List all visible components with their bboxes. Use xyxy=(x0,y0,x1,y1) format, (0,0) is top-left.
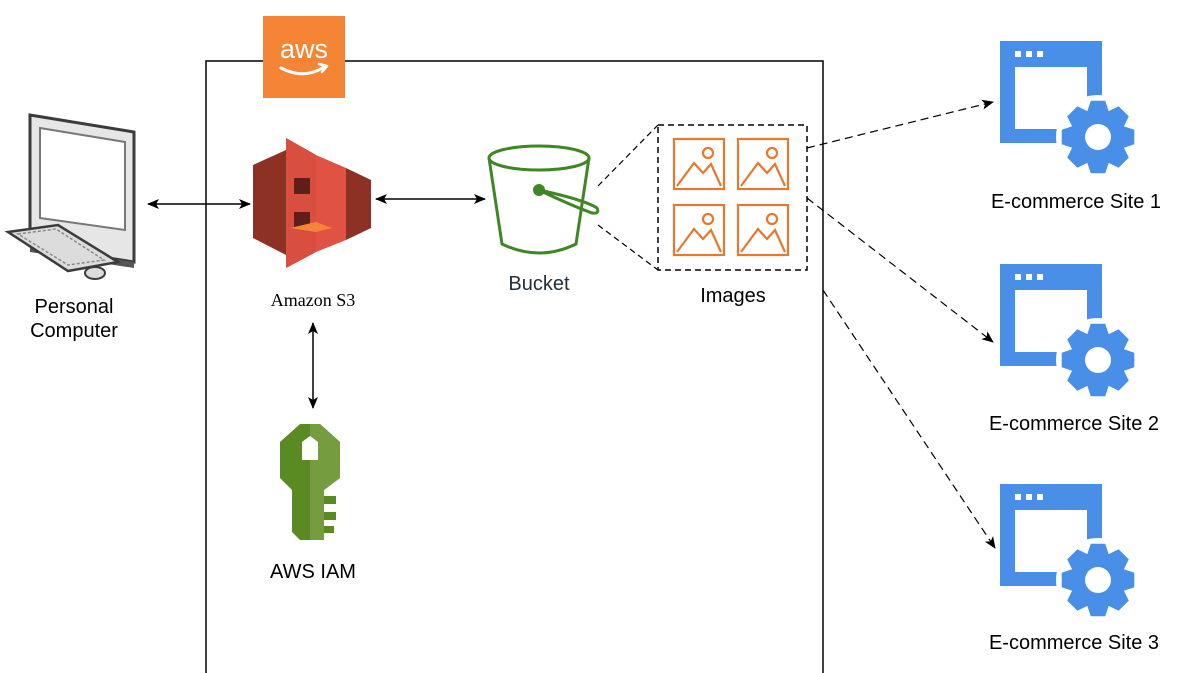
e-commerce-site-1-label: E-commerce Site 1 xyxy=(990,191,1162,213)
bucket-icon xyxy=(487,144,600,255)
personal-computer-label-line2: Computer xyxy=(30,320,118,342)
personal-computer-label-line1: Personal xyxy=(34,296,114,318)
bucket-images-connector xyxy=(597,224,659,271)
images-site2-connector xyxy=(806,197,994,343)
image-icon xyxy=(672,137,726,191)
site-window-dot xyxy=(1037,274,1043,280)
e-commerce-site-2-label: E-commerce Site 2 xyxy=(988,413,1160,435)
images-group xyxy=(657,124,808,271)
aws-iam-label: AWS IAM xyxy=(270,561,356,583)
images-label: Images xyxy=(700,285,766,307)
site-window-dot xyxy=(1037,494,1043,500)
gear-hole xyxy=(1085,347,1111,373)
image-icon xyxy=(736,203,790,257)
site-window-dot xyxy=(1026,274,1032,280)
site-window-dot xyxy=(1026,494,1032,500)
e-commerce-site-3-icon xyxy=(1000,484,1140,622)
site-window-dot xyxy=(1015,494,1021,500)
bucket-label: Bucket xyxy=(508,273,570,295)
aws-cloud-boundary xyxy=(205,60,824,673)
personal-computer-icon xyxy=(4,113,136,280)
personal-computer-label: Personal Computer xyxy=(0,295,148,343)
site-window-dot xyxy=(1015,274,1021,280)
e-commerce-site-1-icon xyxy=(1000,41,1140,179)
site-window-dot xyxy=(1026,51,1032,57)
gear-hole xyxy=(1085,124,1111,150)
gear-hole xyxy=(1085,567,1111,593)
aws-iam-key-icon xyxy=(280,424,340,540)
e-commerce-site-3-label: E-commerce Site 3 xyxy=(988,632,1160,654)
e-commerce-site-2-icon xyxy=(1000,264,1140,402)
image-icon xyxy=(736,137,790,191)
amazon-s3-icon xyxy=(253,138,371,268)
svg-text:aws: aws xyxy=(280,34,328,64)
images-site1-connector xyxy=(806,99,994,149)
aws-logo-icon: aws xyxy=(263,16,345,98)
image-icon xyxy=(672,203,726,257)
site-window-dot xyxy=(1015,51,1021,57)
site-window-dot xyxy=(1037,51,1043,57)
amazon-s3-label: Amazon S3 xyxy=(270,290,356,310)
bucket-images-connector xyxy=(597,124,659,187)
